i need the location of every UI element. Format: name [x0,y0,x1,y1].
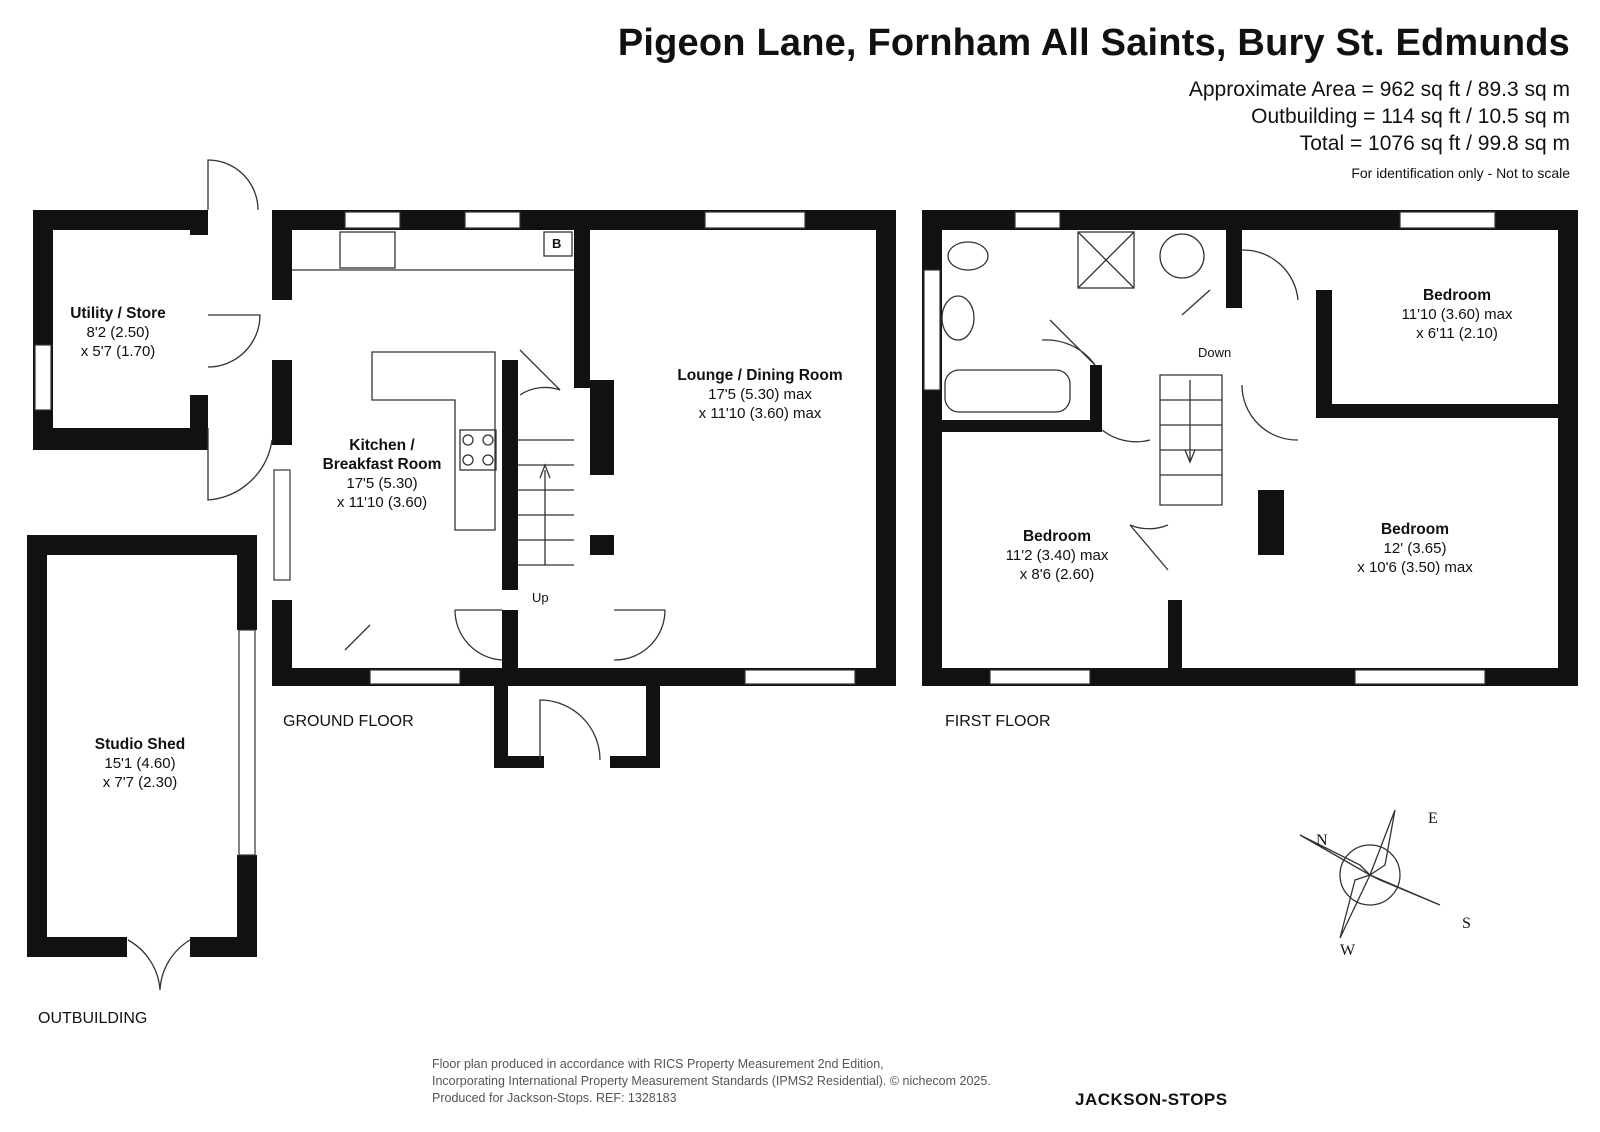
room-bedroom-2: Bedroom 11'2 (3.40) max x 8'6 (2.60) [1006,527,1109,584]
room-name: Studio Shed [94,736,186,753]
room-dim: 12' (3.65) [1383,540,1447,557]
room-studio-shed: Studio Shed 15'1 (4.60) x 7'7 (2.30) [95,735,185,792]
room-bedroom-1: Bedroom 11'10 (3.60) max x 6'11 (2.10) [1402,286,1513,343]
footer-line: Floor plan produced in accordance with R… [432,1057,884,1071]
room-bedroom-3: Bedroom 12' (3.65) x 10'6 (3.50) max [1357,520,1472,577]
boiler-label: B [552,236,562,251]
compass-w: W [1340,942,1356,959]
room-name: Breakfast Room [322,456,442,473]
room-lounge: Lounge / Dining Room 17'5 (5.30) max x 1… [677,366,842,423]
room-dim: 17'5 (5.30) [346,475,418,492]
compass-n: N [1316,832,1328,849]
stairs-up-label: Up [532,590,549,605]
room-dim: 11'10 (3.60) max [1401,306,1513,323]
footer-line: Produced for Jackson-Stops. REF: 1328183 [432,1091,677,1105]
room-name: Kitchen / [349,437,415,454]
room-dim: x 11'10 (3.60) max [698,405,822,422]
compass-e: E [1428,810,1438,827]
room-name: Bedroom [1022,528,1092,545]
room-utility: Utility / Store 8'2 (2.50) x 5'7 (1.70) [70,304,166,361]
room-dim: x 6'11 (2.10) [1416,325,1498,342]
room-dim: x 8'6 (2.60) [1019,566,1095,583]
room-name: Bedroom [1422,287,1492,304]
compass-s: S [1462,915,1471,932]
outbuilding-label: OUTBUILDING [38,1010,148,1027]
brand-logo-text: JACKSON-STOPS [1075,1090,1228,1109]
total-area: Total = 1076 sq ft / 99.8 sq m [1299,132,1570,155]
room-dim: 11'2 (3.40) max [1005,547,1109,564]
footer-notes: Floor plan produced in accordance with R… [432,1056,991,1107]
stairs-down-label: Down [1198,345,1232,360]
room-dim: x 7'7 (2.30) [102,774,178,791]
page-title: Pigeon Lane, Fornham All Saints, Bury St… [617,22,1570,64]
room-dim: 15'1 (4.60) [104,755,176,772]
room-name: Bedroom [1380,521,1450,538]
footer-line: Incorporating International Property Mea… [432,1074,991,1088]
room-dim: x 10'6 (3.50) max [1357,559,1473,576]
room-kitchen: Kitchen / Breakfast Room 17'5 (5.30) x 1… [323,436,442,512]
first-floor-label: FIRST FLOOR [945,713,1051,730]
room-dim: 8'2 (2.50) [86,324,150,341]
room-dim: x 5'7 (1.70) [80,343,156,360]
approximate-area: Approximate Area = 962 sq ft / 89.3 sq m [1188,78,1570,101]
room-dim: 17'5 (5.30) max [708,386,812,403]
room-dim: x 11'10 (3.60) [336,494,428,511]
room-name: Lounge / Dining Room [677,367,843,384]
scale-note: For identification only - Not to scale [1351,165,1570,181]
outbuilding-area: Outbuilding = 114 sq ft / 10.5 sq m [1251,105,1570,128]
room-name: Utility / Store [70,305,166,322]
ground-floor-label: GROUND FLOOR [283,713,414,730]
